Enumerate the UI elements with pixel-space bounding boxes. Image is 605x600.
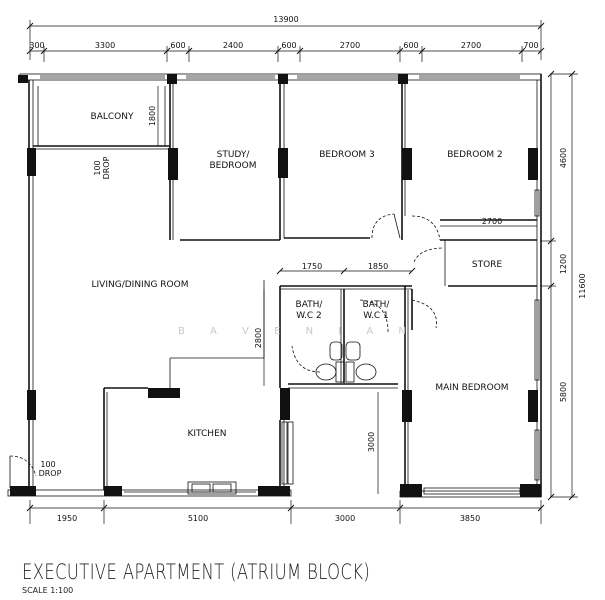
- basin-2-icon: [329, 341, 343, 361]
- bath1-label-line2: W.C 1: [363, 311, 389, 321]
- room-labels: BALCONY STUDY/ BEDROOM BEDROOM 3 BEDROOM…: [39, 112, 509, 478]
- bottom-dim-3: 3000: [335, 514, 355, 523]
- right-dim-1: 4600: [559, 148, 568, 168]
- store-width-label: 2700: [482, 217, 502, 226]
- kitchen-label: KITCHEN: [188, 429, 227, 439]
- living-dining-label: LIVING/DINING ROOM: [92, 280, 189, 290]
- bottom-dimensions: 1950 5100 3000 3850: [26, 500, 545, 524]
- corridor-depth-label: 3000: [367, 432, 376, 452]
- drop-top-number: 100: [93, 160, 102, 175]
- study-label-line1: STUDY/: [217, 150, 251, 160]
- top-dimensions: 300 3300 600 2400 600 2700 600 2700 700: [26, 41, 545, 62]
- top-dim-7: 600: [403, 41, 418, 50]
- balcony-label: BALCONY: [91, 112, 134, 122]
- study-label-line2: BEDROOM: [210, 161, 257, 171]
- right-overall-label: 11600: [578, 273, 587, 298]
- doors: [9, 213, 445, 488]
- overall-width-label: 13900: [273, 15, 298, 24]
- top-dim-9: 700: [523, 41, 538, 50]
- bedroom2-label: BEDROOM 2: [447, 150, 503, 160]
- drop-bottom-number: 100: [40, 460, 55, 469]
- cistern-1-icon: [345, 361, 355, 383]
- toilet-1-icon: [355, 363, 377, 381]
- bath1-label-line1: BATH/: [363, 300, 391, 310]
- top-dim-3: 600: [170, 41, 185, 50]
- top-dim-2: 3300: [95, 41, 115, 50]
- overall-width-dimension: 13900: [26, 15, 545, 60]
- right-dim-2: 1200: [559, 254, 568, 274]
- bath1-width-label: 1850: [368, 262, 388, 271]
- bath2-label-line1: BATH/: [296, 300, 324, 310]
- top-dim-4: 2400: [223, 41, 243, 50]
- balcony-depth-label: 1800: [148, 106, 157, 126]
- bath2-width-label: 1750: [302, 262, 322, 271]
- fixtures: [187, 341, 377, 495]
- top-dim-6: 2700: [340, 41, 360, 50]
- kitchen-sink-icon: [187, 481, 237, 495]
- watermark: B A V E N I A N: [178, 326, 417, 337]
- sink-bowl-1-icon: [191, 483, 211, 493]
- inner-dimensions: 1800 2700 1750 1850 2800 3000: [148, 86, 537, 494]
- bath-depth-label: 2800: [254, 328, 263, 348]
- basin-1-icon: [345, 341, 361, 361]
- bedroom3-label: BEDROOM 3: [319, 150, 375, 160]
- windows: [124, 189, 540, 495]
- top-dim-1: 300: [29, 41, 44, 50]
- plan-title: EXECUTIVE APARTMENT (ATRIUM BLOCK): [22, 560, 371, 584]
- top-dim-5: 600: [281, 41, 296, 50]
- bath2-label-line2: W.C 2: [296, 311, 322, 321]
- right-dimensions: 11600 4600 1200 5800: [540, 70, 587, 501]
- bottom-dim-1: 1950: [57, 514, 77, 523]
- right-dim-3: 5800: [559, 382, 568, 402]
- sink-bowl-2-icon: [212, 483, 232, 493]
- plan-scale: SCALE 1:100: [22, 586, 74, 595]
- top-dim-8: 2700: [461, 41, 481, 50]
- bottom-dim-2: 5100: [188, 514, 208, 523]
- bottom-dim-4: 3850: [460, 514, 480, 523]
- store-label: STORE: [472, 260, 503, 270]
- cistern-2-icon: [335, 361, 345, 383]
- drop-bottom-word: DROP: [39, 469, 62, 478]
- drop-top-word: DROP: [102, 156, 111, 179]
- main-bedroom-label: MAIN BEDROOM: [435, 383, 508, 393]
